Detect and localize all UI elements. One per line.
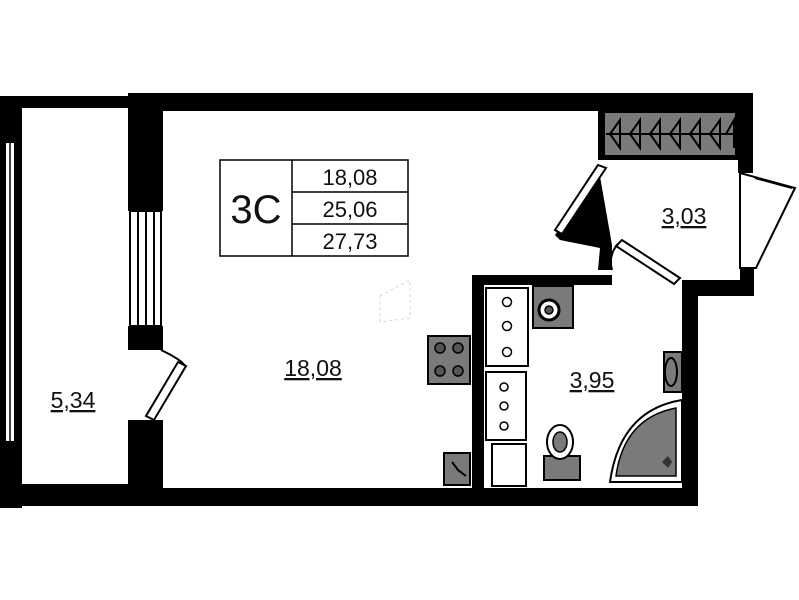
area-table-frame — [219, 159, 409, 257]
balcony — [0, 96, 150, 508]
wardrobe — [603, 111, 737, 157]
bathroom-fixtures — [485, 285, 683, 487]
kitchen-sink — [443, 452, 471, 486]
stove-body — [427, 335, 471, 385]
hall-wall-left — [555, 165, 612, 270]
balcony-door — [130, 349, 188, 422]
main-room-area-label: 18,08 — [284, 355, 342, 381]
bottom-wall — [128, 488, 698, 506]
balcony-top-wall — [0, 96, 145, 108]
stove — [427, 335, 471, 385]
wash-cabinet-upper — [485, 287, 529, 367]
right-wall-step — [682, 280, 752, 296]
area-living: 18,08 — [322, 165, 377, 190]
shower-cabin — [608, 398, 683, 483]
storage-box — [491, 443, 527, 487]
right-wall-bath — [682, 280, 698, 506]
hall-doors — [553, 163, 682, 286]
bath-wall-top — [472, 275, 612, 285]
balcony-door-leaf — [144, 360, 188, 422]
balcony-area-label: 5,34 — [51, 387, 96, 413]
toilet — [543, 424, 581, 481]
hallway-area-label: 3,03 — [662, 203, 707, 229]
window — [129, 210, 162, 327]
top-wall — [128, 93, 753, 111]
area-table: 3C 18,08 25,06 27,73 — [219, 159, 409, 257]
right-wall-upper — [738, 93, 753, 173]
apartment-code: 3C — [230, 188, 281, 232]
bathroom-area-label: 3,95 — [570, 367, 615, 393]
balcony-bottom-wall — [0, 484, 150, 506]
light-mark — [379, 279, 411, 323]
area-with-balcony: 27,73 — [322, 229, 377, 254]
bath-wall-left — [472, 275, 484, 488]
area-total: 25,06 — [322, 197, 377, 222]
entry-door — [739, 171, 797, 269]
left-wall-upper — [128, 93, 163, 211]
right-wall-corner — [740, 268, 754, 296]
left-wall-mid — [128, 326, 163, 350]
